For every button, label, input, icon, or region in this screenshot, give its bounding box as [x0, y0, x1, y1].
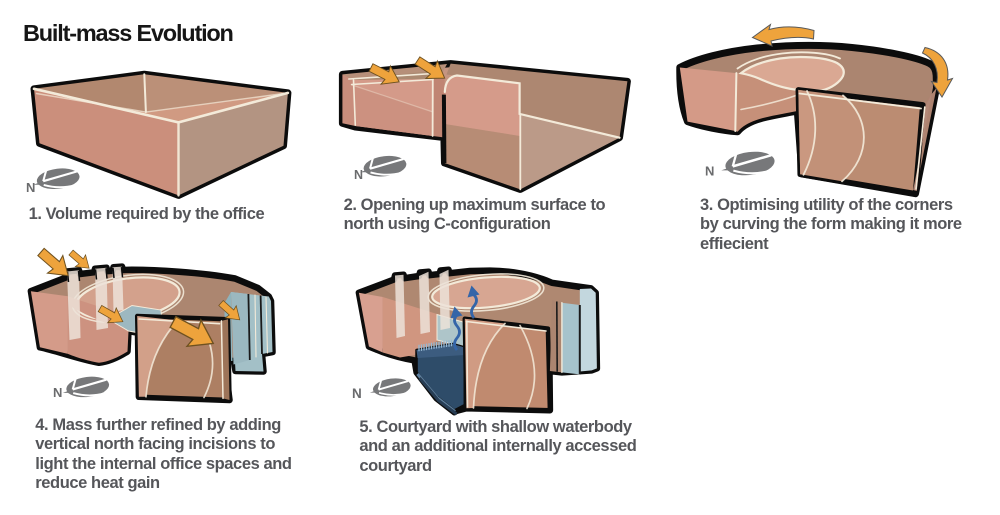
svg-text:N: N [352, 386, 362, 401]
svg-text:N: N [354, 168, 363, 182]
svg-text:N: N [705, 164, 714, 179]
svg-text:N: N [26, 180, 35, 195]
svg-text:N: N [53, 385, 62, 400]
